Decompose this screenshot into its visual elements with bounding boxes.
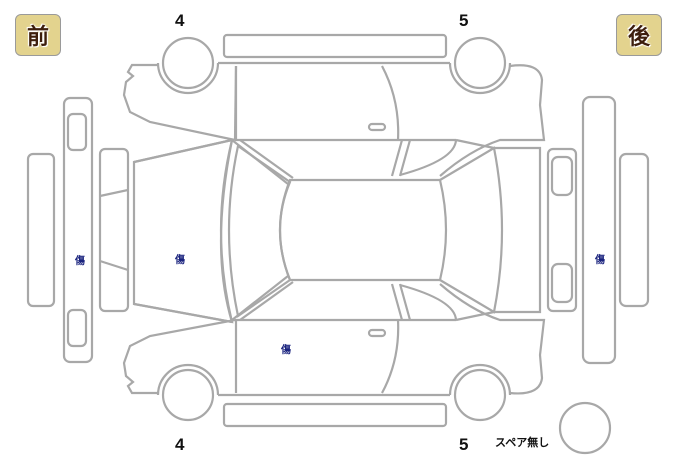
front-grille[interactable] [98,147,130,313]
top-door-handle [367,122,387,132]
top-view [132,138,542,324]
front-right-light[interactable] [66,308,88,348]
hood-panel[interactable] [132,138,234,324]
damage-mark-bottom-front-door: 傷 [281,345,291,356]
top-front-wheel[interactable] [161,36,215,90]
front-apron[interactable] [26,152,56,308]
wheel-number-top-front: 4 [175,11,185,30]
top-side-view [122,33,546,185]
top-door-divider [381,65,400,141]
front-end [26,96,130,364]
bottom-door-divider [381,319,400,394]
damage-mark-front-bumper: 傷 [75,256,85,267]
rear-panel[interactable] [546,147,578,313]
front-badge: 前 [15,14,61,56]
bottom-side-sill[interactable] [222,402,448,428]
bottom-c-pillar [390,283,412,321]
top-rear-wheel[interactable] [453,36,507,90]
bottom-front-wheel[interactable] [161,368,215,422]
top-rear-quarter[interactable] [439,64,546,177]
damage-mark-rear-bumper: 傷 [595,255,605,266]
rear-end [546,95,650,365]
roof-panel[interactable] [278,178,448,282]
rear-window[interactable] [439,146,504,314]
rear-left-light[interactable] [550,155,574,197]
top-side-sill[interactable] [222,33,448,59]
front-left-light[interactable] [66,112,88,152]
top-front-fender[interactable] [122,63,236,142]
wheel-number-top-rear: 5 [459,11,469,30]
bottom-door-handle [367,328,387,338]
bottom-rear-quarter[interactable] [439,283,546,395]
front-bumper[interactable] [62,96,94,364]
top-c-pillar [390,139,412,177]
bottom-a-pillar [231,275,294,321]
wheel-number-bottom-front: 4 [175,435,185,454]
damage-mark-hood: 傷 [175,255,185,266]
rear-bumper[interactable] [581,95,617,365]
trunk-panel[interactable] [494,146,542,314]
spare-tire-label: スペア無し [495,436,550,449]
rear-badge: 後 [616,14,662,56]
bottom-side-view [122,275,546,428]
wheel-number-bottom-rear: 5 [459,435,469,454]
rear-apron[interactable] [618,152,650,308]
bottom-rear-wheel[interactable] [453,368,507,422]
bottom-front-fender[interactable] [122,318,236,395]
spare-tire[interactable] [558,401,612,455]
rear-right-light[interactable] [550,262,574,304]
